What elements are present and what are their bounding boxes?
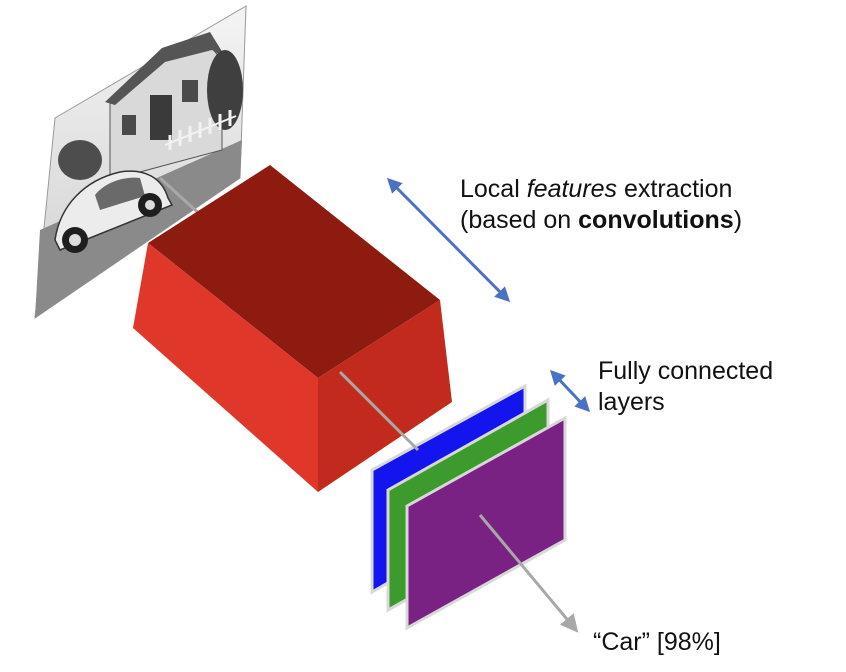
fc-range-arrow: [549, 369, 591, 413]
cube-front-face: [133, 243, 318, 492]
fc-label-line1: Fully connected: [598, 357, 774, 385]
features-label-line1: Local features extraction: [460, 174, 742, 205]
convolution-block: [133, 165, 452, 492]
features-line1-suffix: extraction: [617, 175, 733, 203]
output-arrow: [478, 514, 579, 633]
cube-to-layers-connector: [338, 370, 420, 452]
cube-top-face: [148, 165, 440, 378]
cube-side-face: [318, 300, 452, 492]
features-line2-bold: convolutions: [578, 206, 734, 234]
features-extraction-label: Local features extraction (based on conv…: [460, 174, 742, 236]
features-line1-emphasis: features: [526, 175, 618, 203]
fc-label-line2: layers: [598, 388, 665, 416]
input-image: [34, 5, 247, 320]
features-line1-prefix: Local: [460, 175, 527, 203]
features-range-arrow: [386, 177, 511, 303]
features-label-line2: (based on convolutions): [460, 205, 742, 236]
output-label: “Car” [98%]: [593, 628, 721, 656]
features-line2-suffix: ): [733, 206, 743, 234]
features-line2-prefix: (based on: [460, 206, 579, 234]
fully-connected-label: Fully connected layers: [598, 356, 773, 418]
